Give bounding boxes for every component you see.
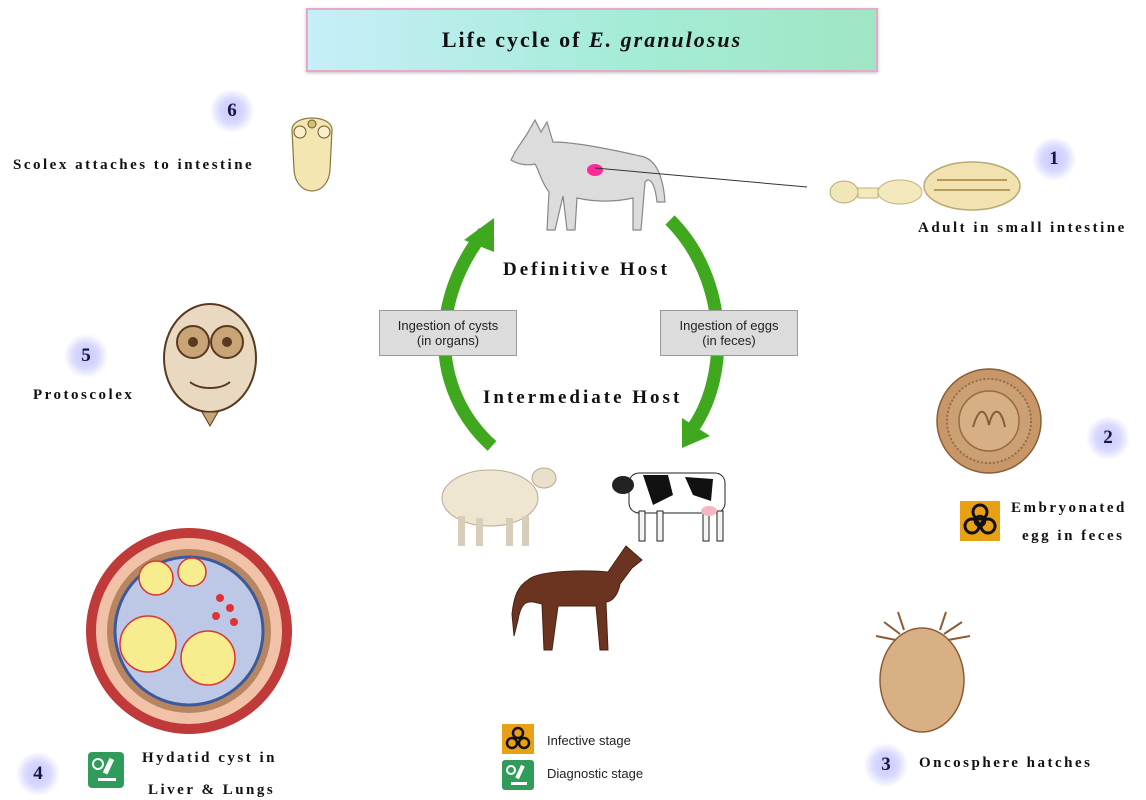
legend-biohazard-icon [502,724,534,754]
microscope-glyph [88,752,124,788]
title-species: E. granulosus [589,27,742,52]
oncosphere-illustration [870,608,980,738]
stage-4-label-line1: Hydatid cyst in [142,750,277,767]
stage-2-label-line2: egg in feces [1022,528,1124,545]
right-arrow-label-line1: Ingestion of eggs [661,318,797,333]
biohazard-icon [960,501,1000,541]
right-arrow-label-box: Ingestion of eggs (in feces) [660,310,798,356]
adult-worm-illustration [822,160,1027,215]
hydatid-cyst-illustration [84,526,294,736]
left-arrow-label-box: Ingestion of cysts (in organs) [379,310,517,356]
stage-4-number: 4 [16,752,60,796]
stage-2-number: 2 [1086,416,1130,460]
stage-5-number: 5 [64,334,108,378]
stage-5-label: Protoscolex [33,387,134,404]
legend-biohazard-glyph [502,724,534,754]
left-arrow-label-line2: (in organs) [380,333,516,348]
protoscolex-illustration [160,300,260,430]
title-box: Life cycle of E. granulosus [306,8,878,72]
definitive-host-label: Definitive Host [503,259,670,281]
intermediate-host-label: Intermediate Host [483,387,682,409]
sheep-illustration [438,458,563,553]
stage-1-label: Adult in small intestine [918,220,1127,237]
horse-illustration [508,540,648,655]
scolex-illustration [282,110,342,210]
biohazard-glyph [960,501,1000,541]
legend-infective-label: Infective stage [547,733,631,748]
title-prefix: Life cycle of [442,27,589,52]
stage-1-number: 1 [1032,137,1076,181]
stage-3-number: 3 [864,743,908,787]
stage-6-number: 6 [210,89,254,133]
cow-illustration [613,465,743,545]
stage-3-label: Oncosphere hatches [919,755,1092,772]
stage-4-label-line2: Liver & Lungs [148,782,275,799]
legend-microscope-icon [502,760,534,790]
left-arrow-label-line1: Ingestion of cysts [380,318,516,333]
microscope-icon [88,752,124,788]
right-arrow-label-line2: (in feces) [661,333,797,348]
egg-illustration [935,367,1043,475]
stage-2-label-line1: Embryonated [1011,500,1127,517]
diagram-title: Life cycle of E. granulosus [442,27,742,53]
pointer-line [595,165,810,195]
legend-microscope-glyph [502,760,534,790]
stage-6-label: Scolex attaches to intestine [13,157,254,174]
legend-diagnostic-label: Diagnostic stage [547,766,643,781]
